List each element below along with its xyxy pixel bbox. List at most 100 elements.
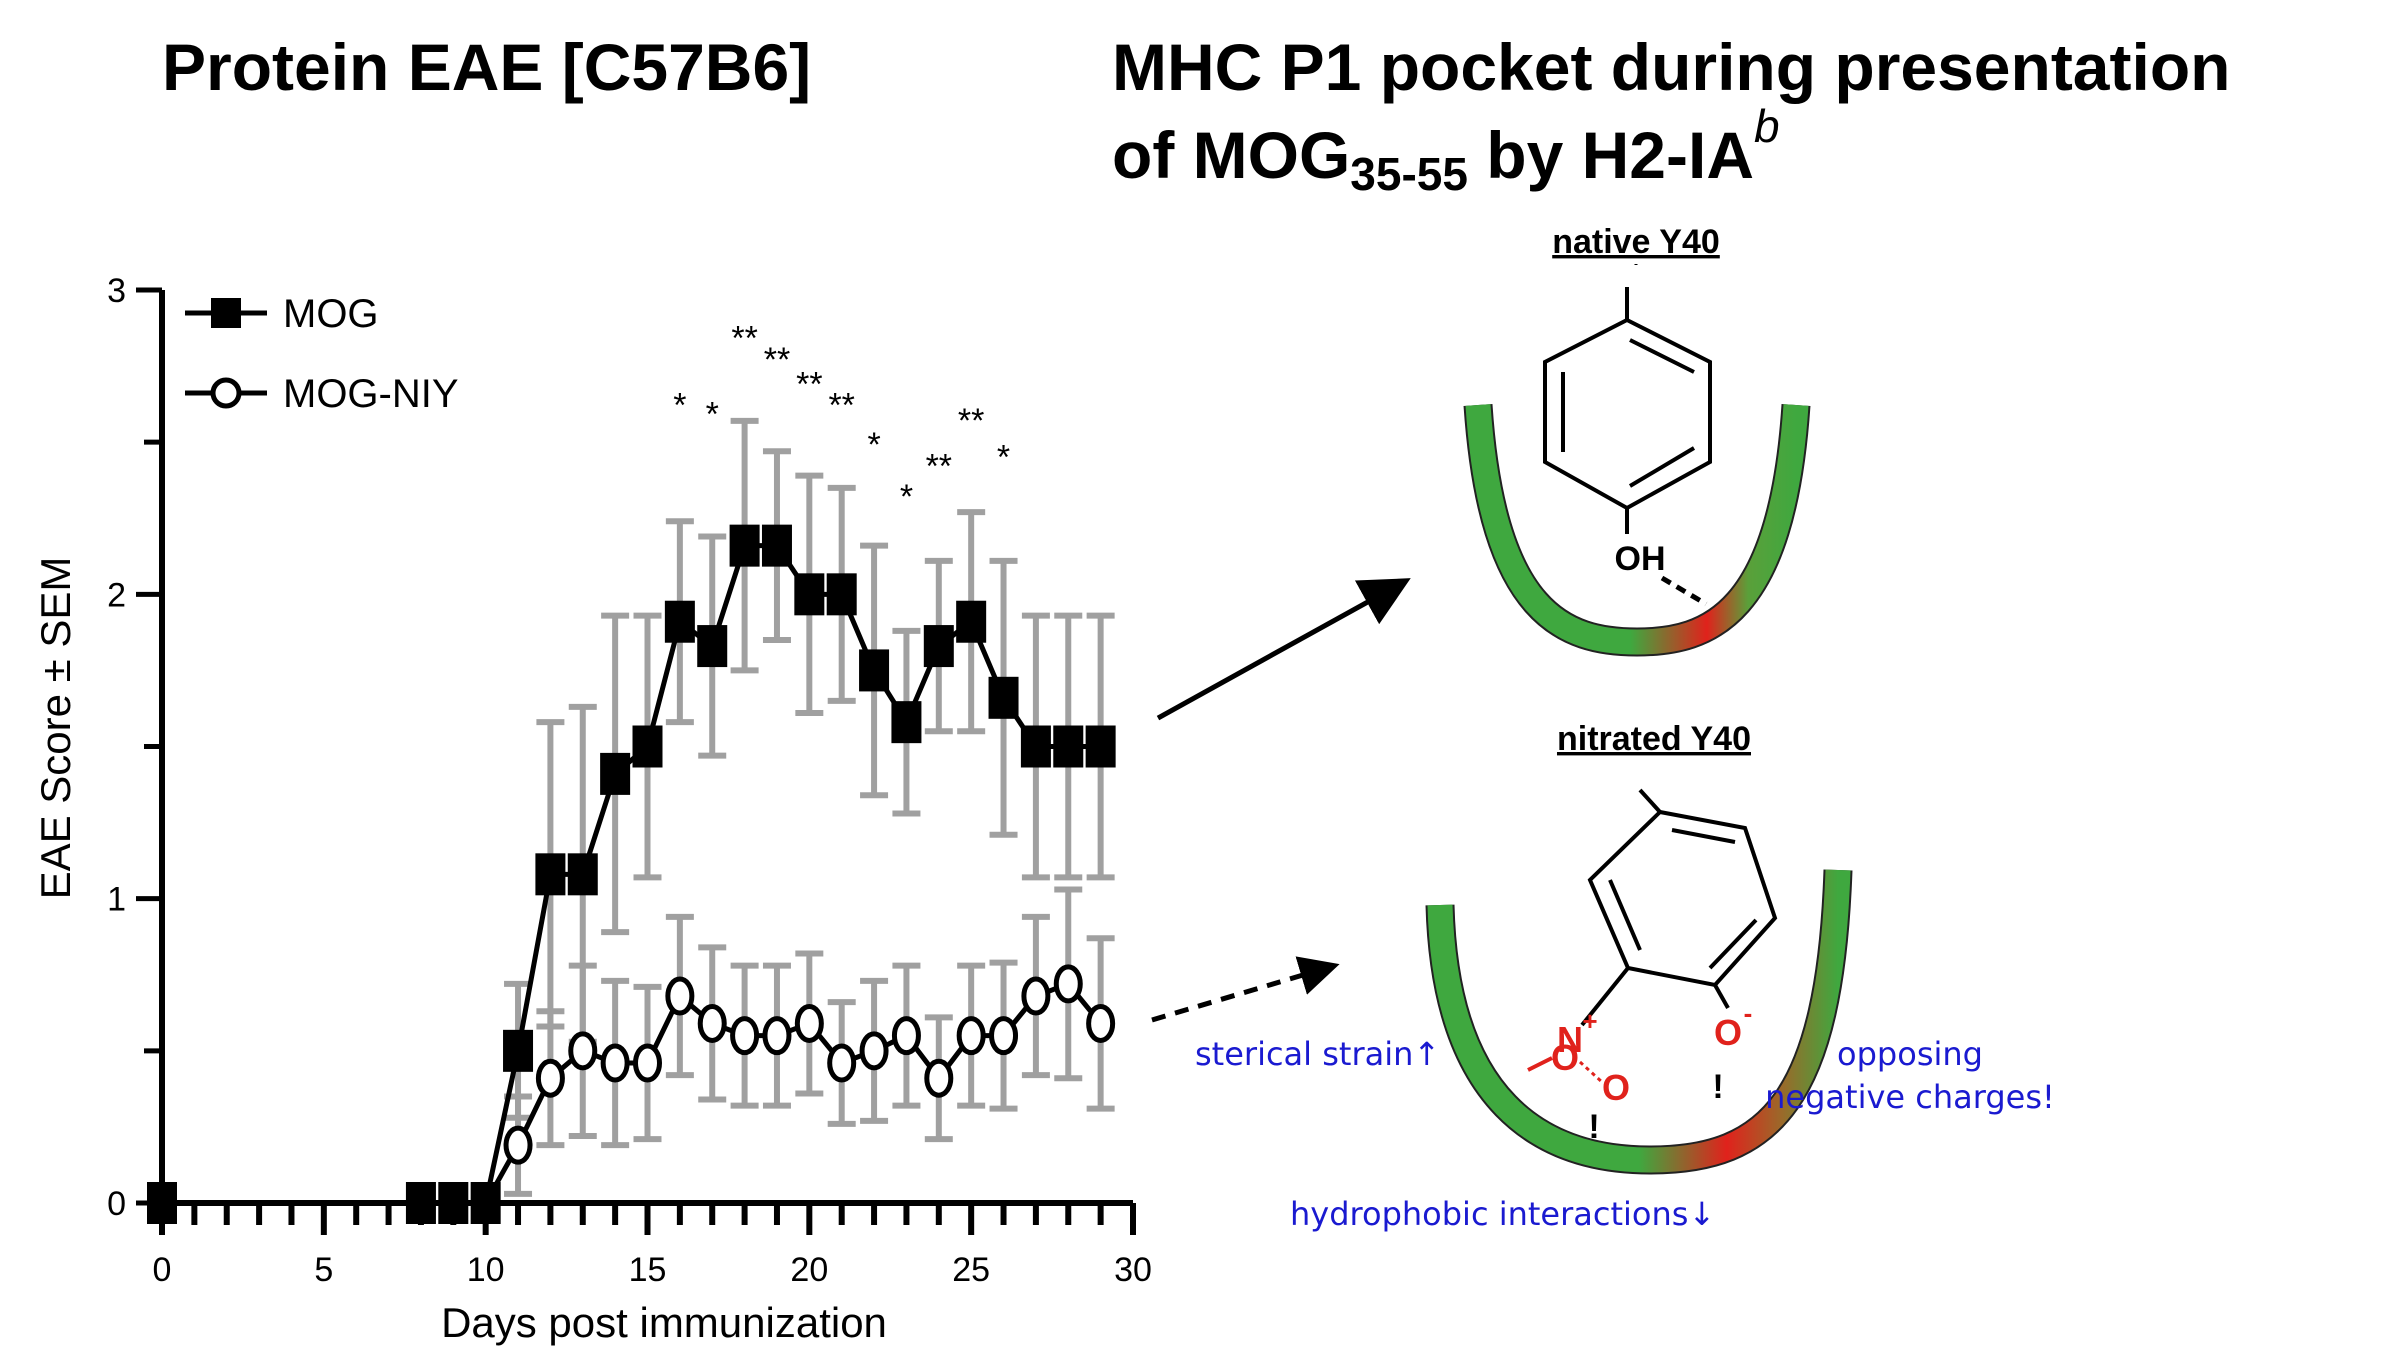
data-point-mog-niy [1021,976,1051,1016]
data-point-mog-niy [989,1016,1019,1056]
diagram-title-line2: of MOG35-55 by H2-IAb [1112,100,1780,200]
x-axis-label: Days post immunization [441,1299,887,1346]
legend-label-mog-niy: MOG-NIY [283,372,459,416]
nitrated-label: nitrated Y40 [1557,720,1751,758]
data-point-mog-niy [794,1003,824,1043]
data-point-mog [826,573,857,616]
native-hbond [1660,575,1708,607]
title-mid: by H2-IA [1468,118,1754,192]
y-tick-label: 3 [107,272,126,310]
y-axis-label: EAE Score ± SEM [32,557,79,900]
data-point-mog [438,1182,469,1224]
data-point-mog [632,725,663,768]
nitro-o-right: O [1602,1067,1630,1108]
data-point-mog [503,1029,534,1072]
data-point-mog [405,1182,436,1224]
data-point-mog [600,752,631,795]
chart-markers [147,524,1116,1224]
data-point-mog [891,701,922,744]
data-point-mog-niy [891,1016,921,1056]
y-tick-label: 0 [107,1185,126,1223]
native-benzene-ring [1543,317,1712,511]
data-point-mog [147,1182,177,1224]
annotation-hydrophobic: hydrophobic interactions↓ [1290,1195,1715,1233]
chart-legend: MOG MOG-NIY [185,292,459,416]
chart-errorbars [504,417,1115,1197]
y-tick-label: 1 [107,881,126,919]
data-point-mog [729,524,760,567]
solid-arrow [1156,578,1411,721]
native-label: native Y40 [1552,223,1720,261]
dashed-arrow [1151,956,1340,1023]
significance-mark: * [900,478,913,516]
nitrated-pocket [1427,869,1851,1173]
x-tick-label: 20 [790,1251,828,1289]
x-tick-label: 30 [1114,1251,1152,1289]
x-tick-label: 0 [153,1251,172,1289]
phenolate-minus: - [1744,998,1753,1028]
data-point-mog-niy [600,1043,630,1083]
data-point-mog [1053,725,1084,768]
significance-mark: * [673,387,686,425]
title-superscript: b [1754,100,1780,152]
significance-mark: * [997,438,1010,476]
data-point-mog-niy [924,1058,954,1098]
data-point-mog [956,600,987,643]
significance-mark: * [867,426,880,464]
data-point-mog [988,676,1019,719]
title-mog: of MOG [1112,118,1350,192]
annotation-opposing-1: opposing [1837,1035,1983,1073]
title-subscript: 35-55 [1350,148,1468,200]
significance-mark: * [706,396,719,434]
annotation-opposing-2: negative charges! [1765,1078,2055,1116]
data-point-mog-niy [503,1125,533,1165]
native-panel: native Y40 OH [1463,223,1811,657]
data-point-mog [923,625,954,668]
data-point-mog [535,853,566,896]
nitro-n: N [1557,1019,1583,1060]
data-point-mog-niy [730,1016,760,1056]
data-point-mog-niy [827,1043,857,1083]
data-point-mog-niy [633,1043,662,1083]
nitro-plus: + [1582,1006,1597,1036]
x-tick-label: 15 [629,1251,667,1289]
data-point-mog [470,1182,501,1224]
data-point-mog-niy [535,1058,565,1098]
data-point-mog-niy [1086,1003,1116,1043]
exclaim-right: ! [1712,1068,1723,1106]
nitrated-panel: nitrated Y40 O N + O O - ! ! [1425,720,1853,1175]
x-tick-label: 5 [314,1251,333,1289]
annotation-steric: sterical strain↑ [1195,1035,1440,1073]
x-tick-label: 25 [952,1251,990,1289]
exclaim-left: ! [1588,1108,1599,1146]
data-point-mog [859,649,890,692]
significance-mark: ** [926,447,952,485]
significance-mark: ** [764,341,790,379]
significance-mark: ** [796,365,822,403]
data-point-mog [664,600,695,643]
data-point-mog [697,625,728,668]
chart-significance: ***************** [673,320,1010,516]
data-point-mog [794,573,825,616]
data-point-mog-niy [762,1016,792,1056]
data-point-mog [761,524,792,567]
legend-label-mog: MOG [283,292,379,336]
data-point-mog-niy [568,1031,598,1071]
phenolate-o: O [1714,1012,1742,1053]
x-tick-label: 10 [467,1251,505,1289]
native-oh-label: OH [1615,540,1666,578]
chart-title: Protein EAE [C57B6] [162,30,811,104]
data-point-mog [1085,725,1116,768]
significance-mark: ** [731,320,757,358]
native-pocket [1465,404,1809,655]
data-point-mog [1020,725,1051,768]
data-point-mog-niy [859,1031,889,1071]
nitro-o-left: O [1551,1037,1579,1078]
significance-mark: ** [958,402,984,440]
diagram-title-line1: MHC P1 pocket during presentation [1112,30,2230,104]
legend-marker-mog [211,298,241,328]
y-tick-label: 2 [107,576,126,614]
data-point-mog-niy [665,976,695,1016]
significance-mark: ** [828,387,854,425]
